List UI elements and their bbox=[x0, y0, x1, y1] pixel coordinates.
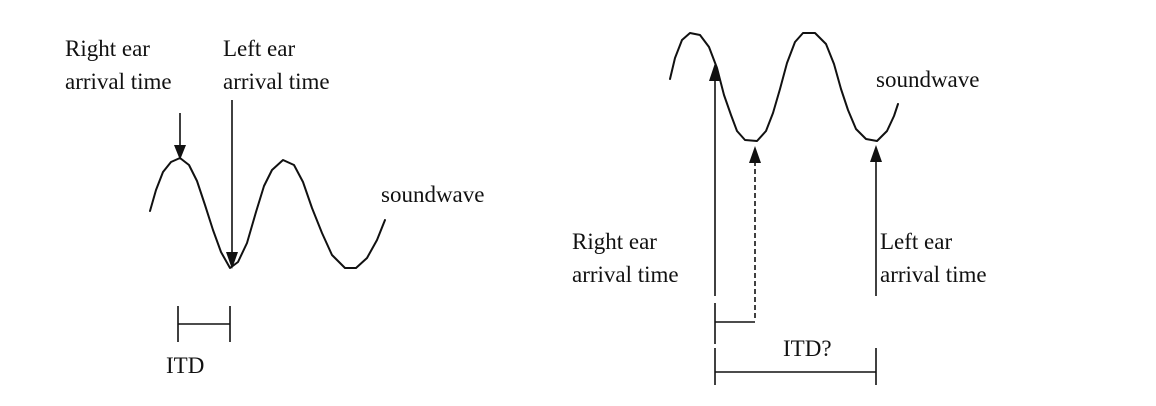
left-left-ear-label-line2: arrival time bbox=[223, 69, 330, 94]
right-itd-label: ITD? bbox=[783, 336, 832, 361]
left-left-ear-arrowhead bbox=[226, 252, 238, 269]
right-left-ear-label-line2: arrival time bbox=[880, 262, 987, 287]
right-large-itd-bracket bbox=[714, 348, 877, 385]
right-left-ear-arrowhead bbox=[870, 145, 882, 162]
right-right-ear-label-line1: Right ear bbox=[572, 229, 657, 254]
right-right-ear-arrowhead bbox=[709, 63, 721, 81]
left-soundwave bbox=[149, 157, 386, 269]
left-panel: Right ear arrival time Left ear arrival … bbox=[65, 36, 484, 378]
right-soundwave-label: soundwave bbox=[876, 67, 979, 92]
right-panel: soundwave Right ear arrival time Left ea… bbox=[572, 32, 987, 385]
right-soundwave bbox=[669, 32, 899, 142]
right-right-ear-label-line2: arrival time bbox=[572, 262, 679, 287]
right-small-itd-bracket bbox=[714, 303, 755, 344]
left-right-ear-label-line2: arrival time bbox=[65, 69, 172, 94]
left-left-ear-label-line1: Left ear bbox=[223, 36, 295, 61]
right-left-ear-label-line1: Left ear bbox=[880, 229, 952, 254]
left-itd-bracket bbox=[177, 306, 231, 342]
left-right-ear-label-line1: Right ear bbox=[65, 36, 150, 61]
left-itd-label: ITD bbox=[166, 353, 204, 378]
left-right-ear-arrowhead bbox=[174, 145, 186, 160]
right-dashed-arrowhead bbox=[749, 146, 761, 163]
left-soundwave-label: soundwave bbox=[381, 182, 484, 207]
